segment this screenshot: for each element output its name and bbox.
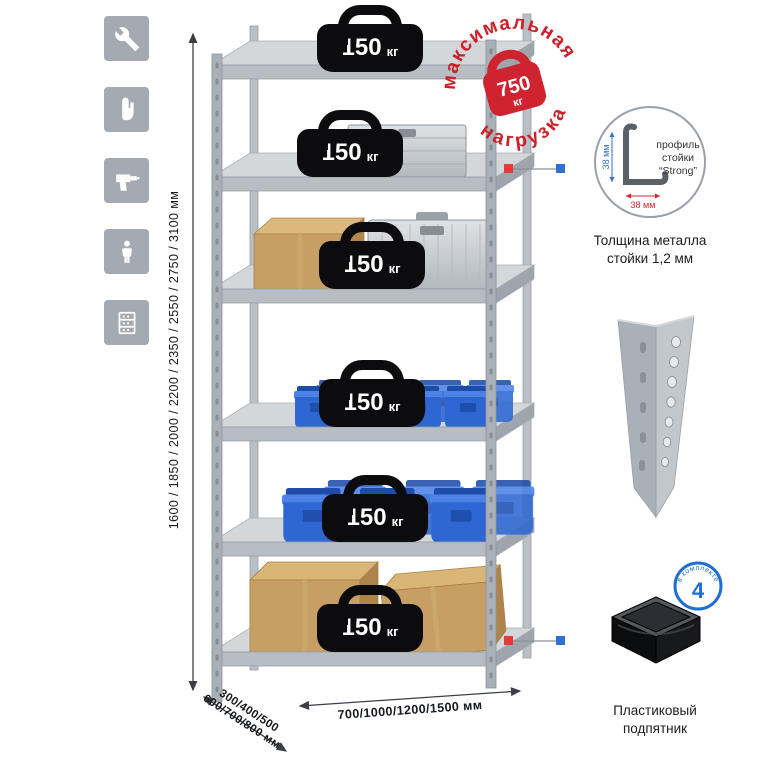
height-dimension-label: 1600 / 1850 / 2000 / 2200 / 2350 / 2550 … [167, 190, 181, 530]
load-value: 150 [343, 389, 384, 416]
load-value: 150 [343, 251, 384, 278]
load-badge-shelf-3: 150 кг [319, 241, 425, 289]
rack-back-left-post [249, 25, 259, 671]
wrench-icon [104, 16, 149, 61]
rack-back-right-post [522, 13, 532, 659]
load-unit: кг [366, 149, 379, 164]
stamp-kettlebell-icon: 750 кг [483, 49, 547, 117]
profile-caption: Толщина металла стойки 1,2 мм [575, 232, 725, 268]
foot-caption: Пластиковый подпятник [580, 702, 730, 738]
profile-caption-line2: стойки 1,2 мм [606, 251, 694, 266]
angle-post-image [617, 315, 695, 519]
load-value: 150 [341, 34, 382, 61]
foot-count-badge: в комплекте 4 [672, 560, 724, 617]
rack-front-left-post [211, 53, 223, 703]
plastic-foot-image [611, 596, 701, 664]
load-unit: кг [388, 261, 401, 276]
connector-blue-marker-top [556, 164, 565, 173]
profile-dim-horizontal: 38 мм [631, 200, 656, 210]
rack-module-icon [104, 300, 149, 345]
load-badge-shelf-4: 150 кг [319, 379, 425, 427]
stamp-weight-unit: кг [512, 95, 525, 109]
foot-caption-line2: подпятник [622, 721, 688, 736]
profile-label-line3: “Strong” [659, 165, 697, 177]
profile-drawing [623, 123, 669, 185]
foot-badge-number: 4 [692, 578, 705, 603]
load-badge-shelf-5: 150 кг [322, 494, 428, 542]
gloves-icon [104, 87, 149, 132]
max-load-stamp: максимальная нагрузка 750 кг [414, 0, 612, 182]
load-unit: кг [388, 399, 401, 414]
load-value: 150 [341, 614, 382, 641]
person-icon [104, 229, 149, 274]
load-badge-shelf-2: 150 кг [297, 129, 403, 177]
load-value: 150 [321, 139, 362, 166]
connector-blue-marker-bottom [556, 636, 565, 645]
load-value: 150 [346, 504, 387, 531]
profile-dim-vertical: 38 мм [601, 145, 611, 170]
load-badge-shelf-6: 150 кг [317, 604, 423, 652]
profile-callout: 38 мм 38 мм профиль стойки “Strong” [594, 106, 706, 218]
foot-caption-line1: Пластиковый [613, 703, 697, 718]
load-unit: кг [386, 624, 399, 639]
load-unit: кг [391, 514, 404, 529]
load-badge-shelf-1: 150 кг [317, 24, 423, 72]
profile-label-line2: стойки [662, 152, 694, 164]
profile-label-line1: профиль [656, 139, 700, 151]
drill-icon [104, 158, 149, 203]
profile-caption-line1: Толщина металла [593, 233, 707, 248]
load-unit: кг [386, 44, 399, 59]
